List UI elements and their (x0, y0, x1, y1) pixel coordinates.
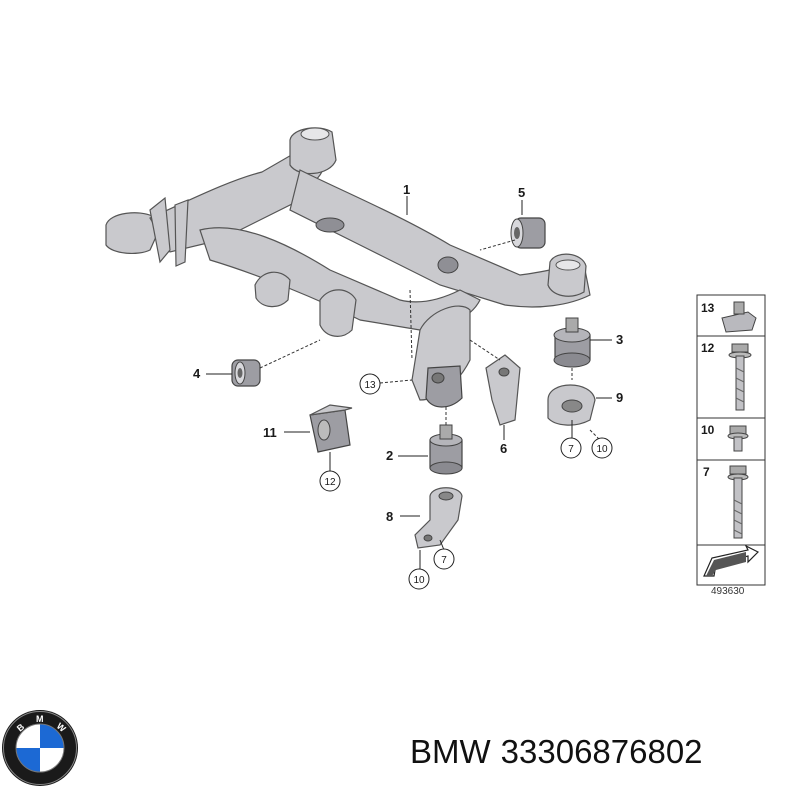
bushing-part-4 (231, 359, 261, 387)
circled-10-right: 10 (596, 444, 608, 455)
fastener-sidebar: 13 12 10 7 (696, 294, 766, 586)
callout-11: 11 (263, 425, 277, 440)
callout-8: 8 (386, 509, 393, 524)
sidebar-num-7: 7 (703, 465, 710, 479)
diagram-id: 493630 (711, 586, 745, 597)
sidebar-num-13: 13 (701, 301, 715, 315)
bracket-part-6 (485, 354, 521, 426)
long-bolt-icon (729, 465, 747, 475)
callout-2: 2 (386, 448, 393, 463)
bmw-logo: B M W (2, 710, 78, 786)
brand-name: BMW (410, 733, 491, 770)
flange-bolt-icon (731, 343, 749, 353)
circled-12: 12 (324, 477, 336, 488)
leader-lines (206, 196, 612, 570)
circled-13: 13 (364, 380, 376, 391)
sidebar-num-10: 10 (701, 423, 715, 437)
callout-labels: 1 5 3 9 4 11 2 6 8 (193, 182, 623, 524)
part-number: 33306876802 (500, 733, 703, 770)
callout-1: 1 (403, 182, 410, 197)
callout-3: 3 (616, 332, 623, 347)
callout-5: 5 (518, 185, 525, 200)
svg-text:M: M (36, 714, 44, 724)
circled-10-lower: 10 (413, 575, 425, 586)
callout-6: 6 (500, 441, 507, 456)
rubber-mount-part-2 (429, 424, 463, 475)
callout-4: 4 (193, 366, 201, 381)
circled-7-right: 7 (568, 444, 574, 455)
rubber-mount-part-3 (553, 317, 591, 368)
sidebar-num-12: 12 (701, 341, 715, 355)
bushing-part-5 (510, 217, 546, 249)
circled-7-lower: 7 (441, 555, 447, 566)
circled-references: 13 12 7 10 7 10 (319, 373, 613, 590)
callout-9: 9 (616, 390, 623, 405)
rear-subframe-part (105, 127, 591, 408)
bracket-part-8 (414, 487, 463, 549)
mount-part-11 (309, 404, 353, 453)
bracket-part-9 (547, 384, 596, 426)
svg-text:B: B (15, 721, 27, 733)
